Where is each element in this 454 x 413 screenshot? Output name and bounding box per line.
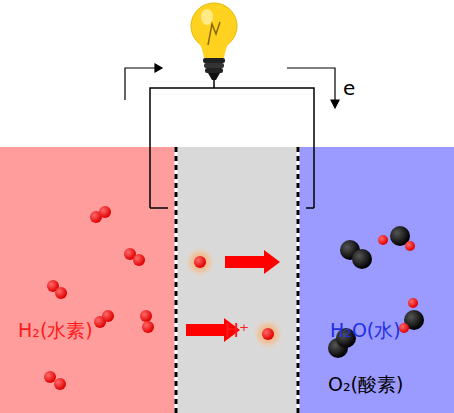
cathode-ground bbox=[298, 147, 454, 413]
electrode-wire bbox=[149, 147, 151, 208]
region-label: O₂(酸素) bbox=[328, 373, 403, 396]
anode-ground bbox=[0, 147, 176, 413]
hydrogen-molecule bbox=[44, 206, 154, 390]
water-molecule bbox=[378, 226, 424, 333]
electrode-wire bbox=[150, 207, 168, 209]
circuit-wire bbox=[150, 88, 314, 147]
electrolyte-ground bbox=[176, 147, 298, 413]
region-label: H⁺ bbox=[225, 319, 249, 342]
electrode-wire bbox=[306, 207, 314, 209]
proton bbox=[185, 247, 283, 349]
proton-arrow bbox=[186, 250, 280, 342]
region-label: H₂(水素) bbox=[18, 319, 93, 342]
membrane bbox=[175, 147, 178, 413]
anode-region: H₂(水素) bbox=[0, 147, 176, 413]
cathode-region: H₂O(水) O₂(酸素) bbox=[298, 147, 454, 413]
current-arrow bbox=[125, 64, 339, 108]
membrane bbox=[297, 147, 300, 413]
membrane bbox=[175, 147, 178, 413]
light-bulb bbox=[191, 3, 237, 88]
membrane bbox=[297, 147, 300, 413]
electrode-wire bbox=[313, 147, 315, 208]
electron-label: e bbox=[343, 76, 355, 100]
electrolyte-region: H⁺ bbox=[176, 147, 298, 413]
region-label: H₂O(水) bbox=[330, 319, 401, 342]
